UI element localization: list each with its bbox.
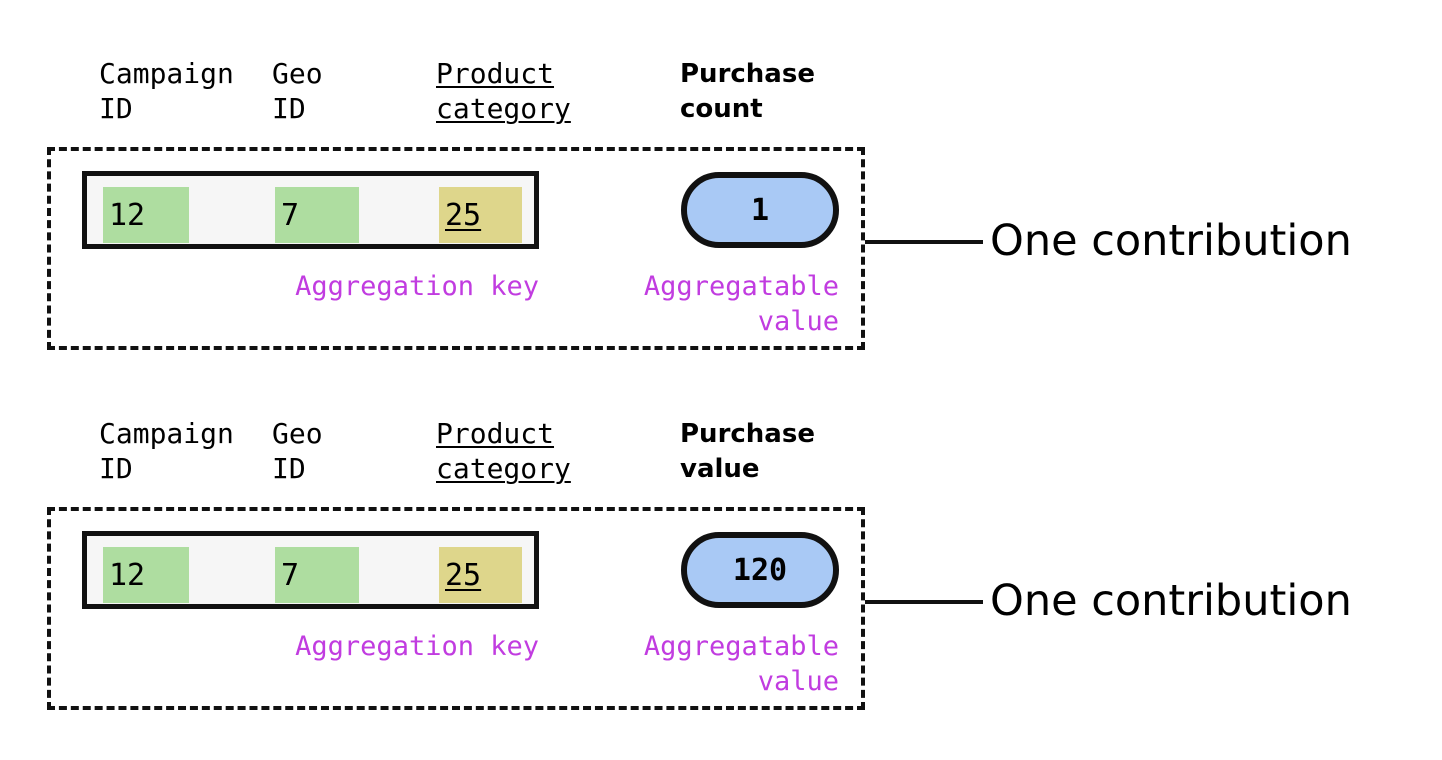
annotation-one-contribution-1: One contribution	[990, 216, 1352, 266]
contribution-boundary-2: 12 7 25 120 Aggregation key Aggregatable…	[47, 507, 865, 710]
caption-aggregation-key-2: Aggregation key	[295, 631, 539, 662]
key-cell-product-category-value: 25	[445, 557, 482, 593]
key-cell-product-category: 25	[439, 187, 522, 243]
aggregation-key-box-1: 12 7 25	[82, 171, 539, 249]
key-cell-geo-id: 7	[275, 547, 359, 603]
annotation-connector-line-2	[865, 600, 983, 604]
aggregatable-value-pill-1: 1	[681, 172, 839, 248]
caption-aggregatable-value-line1: Aggregatable	[643, 631, 839, 662]
header-product-line2: category	[436, 92, 571, 125]
caption-aggregatable-value-line2: value	[757, 666, 839, 697]
key-cell-product-category: 25	[439, 547, 522, 603]
aggregation-key-box-2: 12 7 25	[82, 531, 539, 609]
aggregatable-value-pill-2: 120	[681, 532, 839, 608]
annotation-one-contribution-2: One contribution	[990, 576, 1352, 626]
caption-aggregatable-value-1: Aggregatable value	[599, 269, 839, 339]
header-product-line2: category	[436, 452, 571, 485]
caption-aggregatable-value-line1: Aggregatable	[643, 271, 839, 302]
key-cell-geo-id: 7	[275, 187, 359, 243]
key-cell-campaign-id: 12	[103, 547, 189, 603]
caption-aggregation-key-1: Aggregation key	[295, 271, 539, 302]
contribution-boundary-1: 12 7 25 1 Aggregation key Aggregatable va…	[47, 147, 865, 350]
header-product-line1: Product	[436, 57, 555, 90]
key-cell-product-category-value: 25	[445, 197, 482, 233]
annotation-connector-line-1	[865, 240, 983, 244]
caption-aggregatable-value-line2: value	[757, 306, 839, 337]
header-product-line1: Product	[436, 417, 555, 450]
caption-aggregatable-value-2: Aggregatable value	[599, 629, 839, 699]
key-cell-campaign-id: 12	[103, 187, 189, 243]
